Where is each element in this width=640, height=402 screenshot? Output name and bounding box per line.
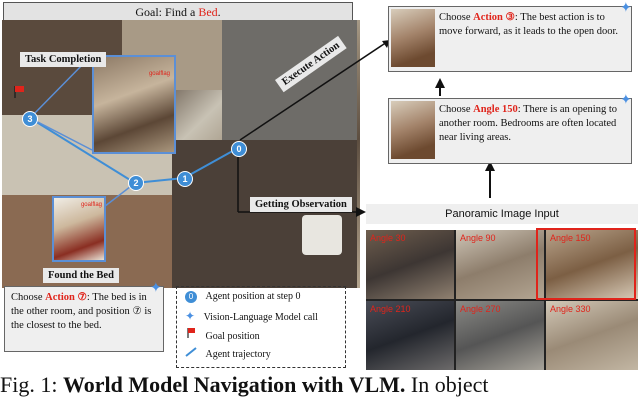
pano-cell-210: Angle 210: [366, 301, 454, 370]
pano-label-210: Angle 210: [370, 304, 411, 314]
arrowhead-pano: [485, 161, 495, 171]
goal-position-label: Goal position: [205, 331, 260, 342]
arrowhead-obs: [356, 207, 366, 217]
vlm-star-icon-top: ✦: [620, 1, 632, 16]
callout-action-7: Choose Action ⑦: The bed is in the other…: [4, 286, 164, 352]
pano-label-270: Angle 270: [460, 304, 501, 314]
legend-box: 0 Agent position at step 0 ✦ Vision-Lang…: [176, 286, 346, 368]
callout-action-3-pre: Choose: [439, 12, 474, 23]
goal-position-icon: [185, 327, 197, 342]
pano-cell-30: Angle 30: [366, 230, 454, 299]
legend-vlm-call: ✦ Vision-Language Model call: [185, 309, 318, 324]
callout-angle-150-pre: Choose: [439, 104, 474, 115]
callout-action-3-action: Action ③: [473, 12, 515, 23]
callout-action-7-post: : The bed is in the other room, and posi…: [11, 292, 152, 331]
pano-cell-330: Angle 330: [546, 301, 638, 370]
panorama-title: Panoramic Image Input: [366, 204, 638, 224]
goal-flag-icon: [12, 85, 26, 99]
found-bed-photo: goalflag: [52, 196, 106, 262]
sink-fixture: [302, 215, 342, 255]
pano-label-90: Angle 90: [460, 233, 496, 243]
vlm-call-label: Vision-Language Model call: [203, 312, 318, 323]
arrow-to-top-callout: [239, 39, 391, 141]
trajectory-label: Agent trajectory: [205, 349, 271, 360]
callout-angle-150-angle: Angle 150: [473, 104, 518, 115]
panorama-grid: Angle 30 Angle 90 Angle 150 Angle 210 An…: [366, 228, 638, 370]
pano-label-30: Angle 30: [370, 233, 406, 243]
callout-action-7-action: Action ⑦: [45, 292, 87, 303]
callout-action-7-pre: Choose: [11, 292, 46, 303]
agent-node-3: 3: [22, 111, 38, 127]
task-completion-label: Task Completion: [20, 52, 107, 67]
pano-label-330: Angle 330: [550, 304, 591, 314]
goal-suffix: .: [217, 5, 221, 19]
callout-angle-150-text: Choose Angle 150: There is an opening to…: [439, 103, 625, 145]
vlm-star-icon: ✦: [185, 309, 196, 323]
callout-action-3-photo: [391, 9, 435, 67]
callout-action-3-post: : The best action is to move forward, as…: [439, 12, 619, 37]
callout-angle-150-box: Choose Angle 150: There is an opening to…: [388, 98, 632, 164]
agent-node-2: 2: [128, 175, 144, 191]
agent-node-1: 1: [177, 171, 193, 187]
vlm-star-icon-bottom: ✦: [150, 281, 162, 296]
callout-action-3-text: Choose Action ③: The best action is to m…: [439, 11, 625, 39]
caption-prefix: Fig. 1:: [0, 372, 63, 397]
callout-angle-150-post: : There is an opening to another room. B…: [439, 104, 617, 143]
caption-rest: In object: [405, 372, 489, 397]
agent-node-0: 0: [231, 141, 247, 157]
pano-cell-150: Angle 150: [546, 230, 638, 299]
goal-prefix: Goal: Find a: [135, 5, 199, 19]
trajectory-line-icon: [185, 345, 197, 360]
legend-agent-position: 0 Agent position at step 0: [185, 291, 301, 303]
photo-goalflag-text: goalflag: [148, 71, 170, 77]
selected-angle-highlight: [536, 228, 636, 300]
task-completion-photo: goalflag: [92, 55, 176, 154]
callout-angle-150-photo: [391, 101, 435, 159]
zoom-line-bottom: [29, 117, 93, 151]
caption-bold: World Model Navigation with VLM.: [62, 372, 406, 397]
room-lower-right: [172, 140, 357, 288]
agent-position-glyph: 0: [185, 291, 197, 303]
agent-position-label: Agent position at step 0: [205, 291, 301, 303]
agent-trajectory-line: [29, 117, 239, 185]
vlm-star-icon-mid: ✦: [620, 93, 632, 108]
legend-goal-position: Goal position: [185, 327, 260, 342]
getting-observation-label: Getting Observation: [250, 197, 352, 212]
callout-action-3-box: Choose Action ③: The best action is to m…: [388, 6, 632, 72]
arrowhead-mid: [435, 78, 445, 88]
pano-label-150: Angle 150: [550, 233, 591, 243]
pano-cell-270: Angle 270: [456, 301, 544, 370]
bed-photo-goalflag-text: goalflag: [80, 202, 102, 208]
legend-trajectory: Agent trajectory: [185, 345, 271, 360]
found-bed-label: Found the Bed: [43, 268, 119, 283]
goal-object: Bed: [198, 5, 218, 19]
figure-caption: Fig. 1: World Model Navigation with VLM.…: [0, 372, 640, 398]
pano-cell-90: Angle 90: [456, 230, 544, 299]
